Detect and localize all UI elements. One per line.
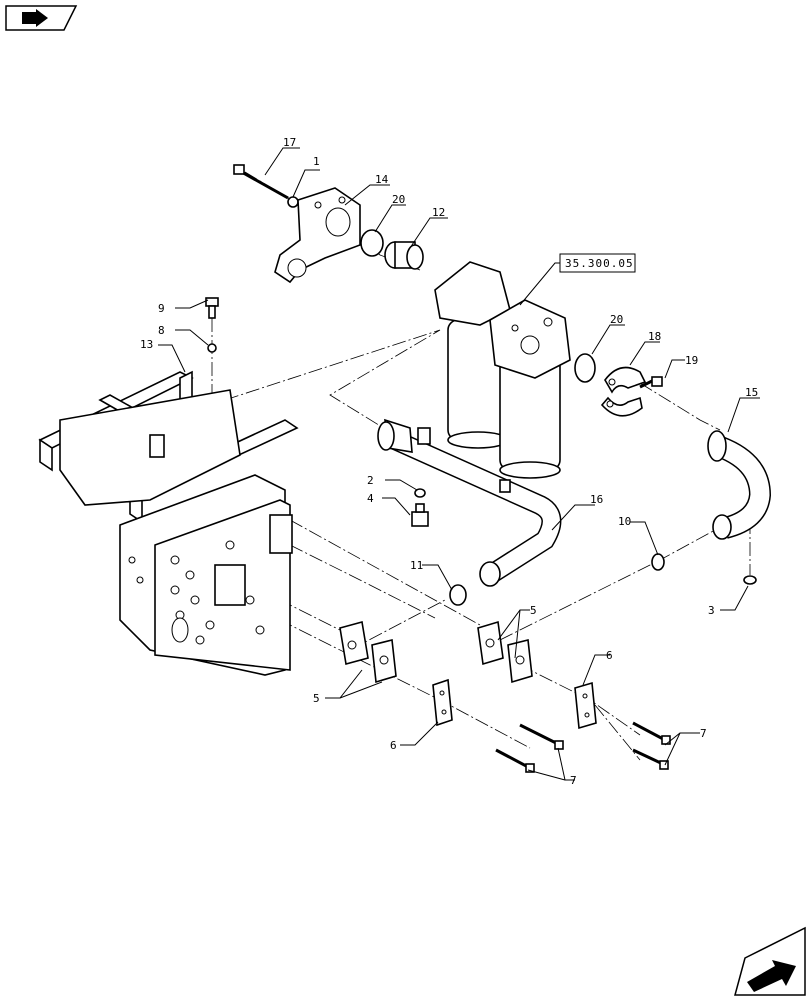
o-ring-upper[interactable]	[360, 229, 384, 257]
back-arrow-icon[interactable]	[5, 5, 78, 31]
next-page-icon[interactable]	[734, 926, 806, 996]
reference-label: 35.300.05	[565, 257, 634, 270]
callout-5-left: 5	[313, 692, 320, 705]
reference-box[interactable]: 35.300.05	[559, 253, 636, 273]
callout-labels: 17 1 14 20 12 9 8 13 20 18 19 15 2 4 16 …	[140, 136, 758, 787]
tube-fitting[interactable]	[411, 503, 429, 527]
tube-clamp-left[interactable]	[339, 620, 397, 684]
callout-11: 11	[410, 559, 423, 572]
callout-16: 16	[590, 493, 603, 506]
supply-tube[interactable]	[377, 418, 562, 587]
callout-19: 19	[685, 354, 698, 367]
callout-13: 13	[140, 338, 153, 351]
tube-clamp-right[interactable]	[477, 620, 533, 684]
callout-8: 8	[158, 324, 165, 337]
leader-lines	[158, 147, 760, 781]
callout-12: 12	[432, 206, 445, 219]
return-tube[interactable]	[707, 430, 772, 540]
callout-18: 18	[648, 330, 661, 343]
callout-6-left: 6	[390, 739, 397, 752]
sealing-washer[interactable]	[414, 488, 426, 498]
callout-20-right: 20	[610, 313, 623, 326]
o-ring-3[interactable]	[743, 575, 757, 585]
callout-17: 17	[283, 136, 296, 149]
cover-plate-left[interactable]	[432, 678, 453, 727]
callout-9: 9	[158, 302, 165, 315]
callout-15: 15	[745, 386, 758, 399]
clamp-bolt[interactable]	[639, 376, 663, 389]
callout-4: 4	[367, 492, 374, 505]
o-ring-11[interactable]	[449, 584, 467, 606]
callout-6-right: 6	[606, 649, 613, 662]
callout-20-upper: 20	[392, 193, 405, 206]
flange-clamp[interactable]	[600, 366, 647, 417]
callout-5-right: 5	[530, 604, 537, 617]
callout-2: 2	[367, 474, 374, 487]
callout-3: 3	[708, 604, 715, 617]
filter-mount-block[interactable]	[233, 164, 361, 284]
callout-1: 1	[313, 155, 320, 168]
clamp-bolts-right[interactable]	[632, 721, 671, 770]
frame-bracket[interactable]	[38, 297, 299, 676]
clamp-bolts-lower[interactable]	[495, 723, 564, 773]
callout-10: 10	[618, 515, 631, 528]
filter-assembly[interactable]	[434, 261, 571, 479]
o-ring-right[interactable]	[574, 353, 596, 383]
callout-14: 14	[375, 173, 389, 186]
callout-7-lower: 7	[570, 774, 577, 787]
o-ring-10[interactable]	[651, 553, 665, 571]
cover-plate-right[interactable]	[574, 681, 597, 730]
adapter-fitting[interactable]	[384, 241, 424, 270]
callout-7-right: 7	[700, 727, 707, 740]
